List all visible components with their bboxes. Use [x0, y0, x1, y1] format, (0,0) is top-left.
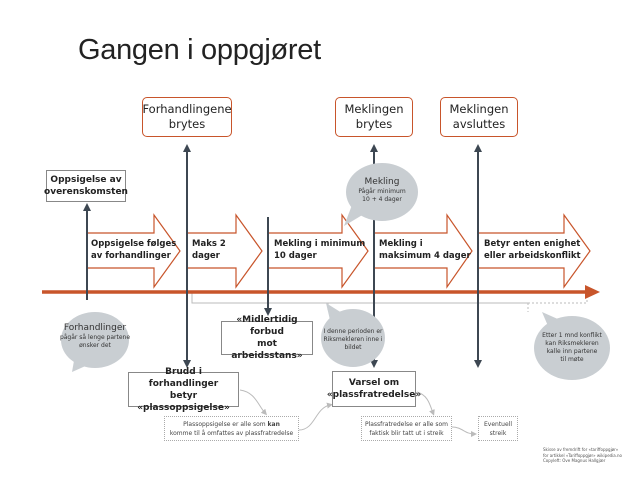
- period-bracket: [191, 293, 588, 312]
- phase-arrow-5: [478, 213, 591, 289]
- phase-arrow-3: [268, 213, 369, 289]
- phase-arrow-1: [87, 213, 181, 289]
- bubble-etter-text: Etter 1 mnd konflikt kan Riksmekleren ka…: [542, 332, 602, 363]
- bubble-forhandlinger-text: Forhandlinger pågår så lenge partene øns…: [59, 323, 131, 349]
- event-line: avsluttes: [452, 117, 506, 131]
- event-oppsigelse: Oppsigelse av overenskomsten: [44, 170, 128, 202]
- bubble-etter: [534, 316, 610, 380]
- event-varsel: Varsel om«plassfratredelse»: [327, 371, 421, 407]
- bubble-mekling: [346, 163, 418, 221]
- event-line: brytes: [168, 117, 206, 131]
- event-line: overenskomsten: [44, 187, 128, 197]
- credit-footer: Skisse av fremdrift for «tariffoppgjør» …: [543, 447, 623, 463]
- timeline-arrowhead: [585, 285, 600, 299]
- phase-arrow-4: [374, 213, 473, 289]
- phase-arrow-2: [187, 213, 263, 289]
- event-line: Meklingen: [449, 102, 509, 116]
- event-line: Oppsigelse av: [50, 175, 122, 185]
- event-line: Forhandlingene: [142, 102, 232, 116]
- page-title: Gangen i oppgjøret: [78, 34, 321, 66]
- bubble-forhandlinger: [61, 312, 129, 368]
- bubble-mekling-text: Mekling Pågår minimum 10 + 4 dager: [358, 177, 406, 203]
- event-line: brytes: [355, 117, 393, 131]
- event-line: Meklingen: [344, 102, 404, 116]
- bubble-periode: [321, 309, 385, 367]
- bubble-periode-text: I denne perioden er Riksmekleren inne i …: [323, 328, 383, 351]
